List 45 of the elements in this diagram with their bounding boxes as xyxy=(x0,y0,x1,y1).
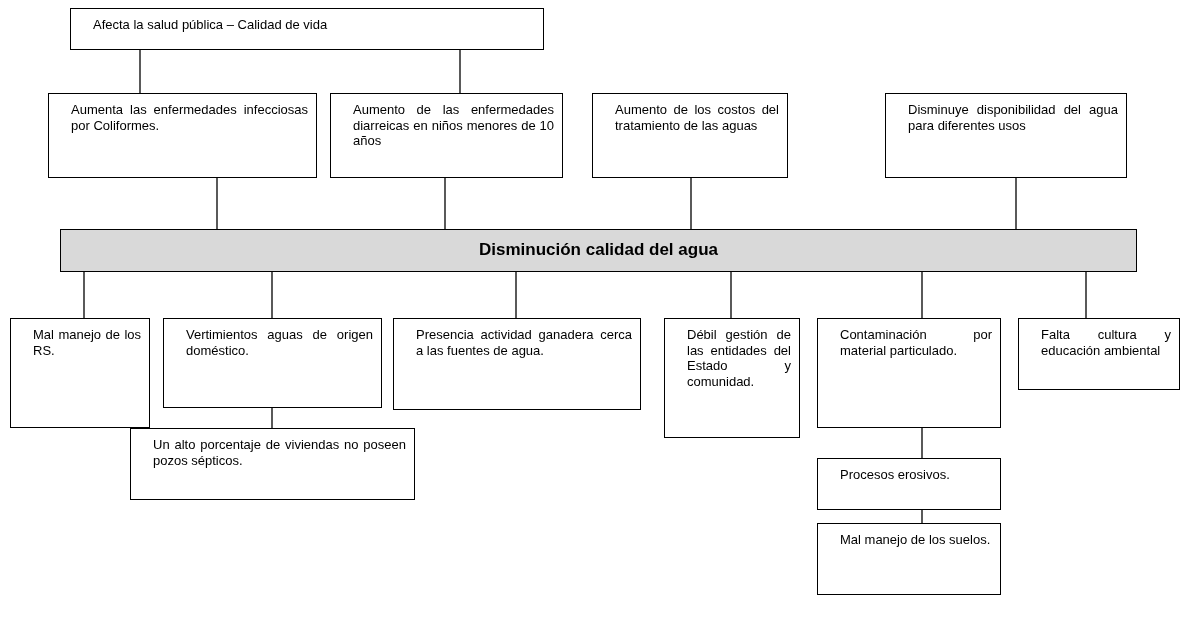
text-box xyxy=(330,93,563,178)
connector-line xyxy=(921,427,923,459)
text-box xyxy=(163,318,382,408)
connector-line xyxy=(690,177,692,230)
connector-line xyxy=(1015,177,1017,230)
box-text: Disminuye disponibilidad del agua para diferentes usos xyxy=(908,102,1118,134)
text-box xyxy=(664,318,800,438)
box-text: Aumento de las enfermedades diarreicas en niños menores de 10 años xyxy=(353,102,554,149)
text-box xyxy=(48,93,317,178)
connector-line xyxy=(444,177,446,230)
connector-line xyxy=(83,271,85,319)
central-problem-band xyxy=(60,229,1137,272)
text-box xyxy=(70,8,544,50)
connector-line xyxy=(921,509,923,524)
connector-line xyxy=(271,407,273,429)
connector-line xyxy=(515,271,517,319)
text-box xyxy=(1018,318,1180,390)
connector-line xyxy=(459,49,461,94)
text-box xyxy=(817,458,1001,510)
connector-line xyxy=(921,271,923,319)
text-box xyxy=(817,523,1001,595)
box-text: Aumento de los costos del tratamiento de las aguas xyxy=(615,102,779,134)
text-box xyxy=(592,93,788,178)
box-text: Presencia actividad ganadera cerca a las fuentes de agua. xyxy=(416,327,632,359)
connector-line xyxy=(1085,271,1087,319)
text-box xyxy=(10,318,150,428)
text-box xyxy=(130,428,415,500)
connector-line xyxy=(216,177,218,230)
text-box xyxy=(817,318,1001,428)
text-box xyxy=(885,93,1127,178)
box-text: Mal manejo de los suelos. xyxy=(840,532,992,548)
box-text: Débil gestión de las entidades del Estado y comunidad. xyxy=(687,327,791,390)
box-text: Falta cultura y educación ambiental xyxy=(1041,327,1171,359)
problem-title: Disminución calidad del agua xyxy=(478,240,719,261)
box-text: Vertimientos aguas de origen doméstico. xyxy=(186,327,373,359)
box-text: Afecta la salud pública – Calidad de vida xyxy=(93,17,329,33)
connector-line xyxy=(139,49,141,94)
box-text: Un alto porcentaje de viviendas no poseen pozos sépticos. xyxy=(153,437,406,469)
box-text: Procesos erosivos. xyxy=(840,467,951,483)
box-text: Contaminación por material particulado. xyxy=(840,327,992,359)
box-text: Mal manejo de los RS. xyxy=(33,327,141,359)
box-text: Aumenta las enfermedades infecciosas por Coliformes. xyxy=(71,102,308,134)
text-box xyxy=(393,318,641,410)
connector-line xyxy=(730,271,732,319)
connector-line xyxy=(271,271,273,319)
